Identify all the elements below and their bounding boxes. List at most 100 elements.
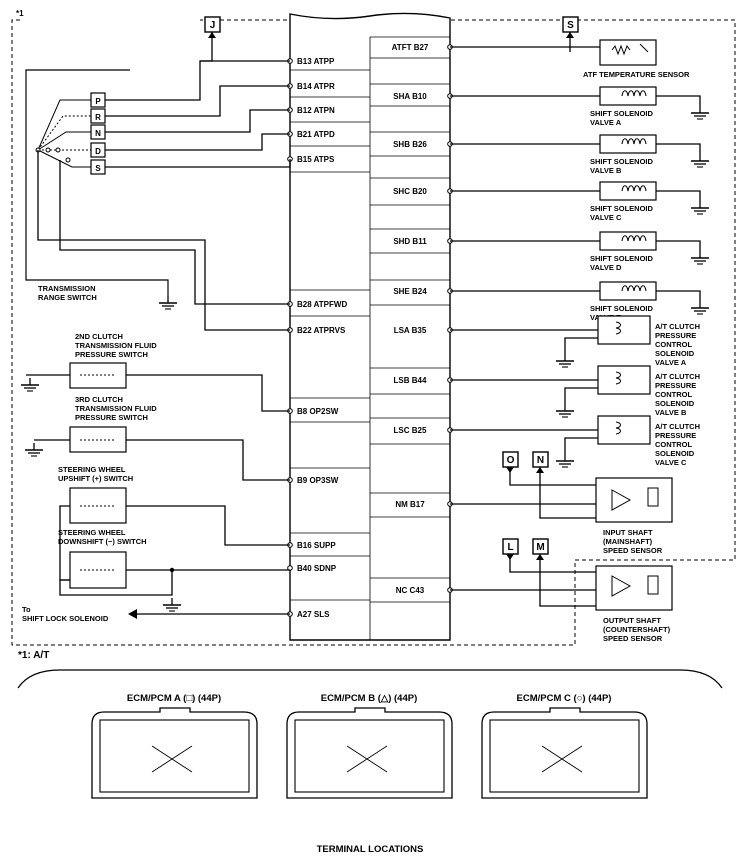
pcs-label: PRESSURE bbox=[655, 381, 696, 390]
pcs-label: A/T CLUTCH bbox=[655, 322, 700, 331]
coil-symbol bbox=[621, 90, 647, 97]
range-switch-fan bbox=[37, 115, 91, 151]
unused-cross bbox=[541, 745, 583, 773]
clutch2-label: PRESSURE SWITCH bbox=[75, 350, 148, 359]
solenoid-label: SHIFT SOLENOID bbox=[590, 204, 654, 213]
shift-lock-label: To bbox=[22, 605, 31, 614]
range-switch-frame bbox=[25, 69, 169, 296]
atf-temp-label: ATF TEMPERATURE SENSOR bbox=[583, 70, 690, 79]
ecm-pin-left: B13 ATPP bbox=[297, 57, 335, 66]
arrow bbox=[536, 467, 544, 473]
connector-face bbox=[294, 719, 445, 793]
solenoid-ground bbox=[656, 95, 701, 106]
solenoid-ground bbox=[656, 190, 701, 201]
ecm-pin-left: B28 ATPFWD bbox=[297, 300, 347, 309]
solenoid-label: VALVE D bbox=[590, 263, 622, 272]
connector-title: ECM/PCM C (○) (44P) bbox=[517, 693, 612, 704]
connector-ref-label: L bbox=[507, 542, 513, 553]
wire-atpn bbox=[105, 109, 290, 133]
pcs-box bbox=[597, 315, 651, 345]
pcs-label: VALVE A bbox=[655, 358, 687, 367]
arrow bbox=[506, 467, 514, 473]
ecm-pin-right: SHC B20 bbox=[393, 187, 427, 196]
sensor-amp bbox=[611, 489, 632, 511]
unused-cross bbox=[151, 745, 193, 773]
connector-title: ECM/PCM B (△) (44P) bbox=[321, 693, 418, 704]
pcs-label: A/T CLUTCH bbox=[655, 372, 700, 381]
pcs-label: A/T CLUTCH bbox=[655, 422, 700, 431]
ecm-pin-left: B21 ATPD bbox=[297, 130, 335, 139]
pcs-ground bbox=[564, 437, 598, 454]
pcs-label: SOLENOID bbox=[655, 349, 695, 358]
connector-ref-label: O bbox=[507, 455, 515, 466]
pcs-label: CONTROL bbox=[655, 340, 692, 349]
junction-dot bbox=[169, 567, 175, 573]
connector-title: ECM/PCM A (□) (44P) bbox=[127, 693, 221, 704]
shift-lock-label: SHIFT LOCK SOLENOID bbox=[22, 614, 109, 623]
upshift-label: UPSHIFT (+) SWITCH bbox=[58, 474, 133, 483]
arrow bbox=[128, 609, 137, 619]
switch-contact bbox=[55, 147, 61, 153]
section-divider bbox=[17, 669, 723, 689]
pcs-label: VALVE C bbox=[655, 458, 687, 467]
wire-supp bbox=[126, 505, 290, 546]
ecm-pin-left: B15 ATPS bbox=[297, 155, 335, 164]
pcs-label: SOLENOID bbox=[655, 449, 695, 458]
pcs-ground bbox=[564, 337, 598, 354]
arrow bbox=[536, 554, 544, 560]
ecm-pin-left: A27 SLS bbox=[297, 610, 330, 619]
clutch3-label: PRESSURE SWITCH bbox=[75, 413, 148, 422]
ecm-pin-left: B14 ATPR bbox=[297, 82, 335, 91]
pcs-label: CONTROL bbox=[655, 440, 692, 449]
ecm-pin-right: NC C43 bbox=[396, 586, 425, 595]
wire-op2sw bbox=[126, 374, 290, 412]
wire-m bbox=[539, 554, 596, 607]
at-frame bbox=[11, 19, 736, 646]
ecm-pin-left: B40 SDNP bbox=[297, 564, 337, 573]
coil-symbol bbox=[621, 138, 647, 145]
switch-ground bbox=[59, 568, 173, 596]
wire-atpd bbox=[105, 133, 290, 151]
wire-op3sw bbox=[126, 439, 290, 481]
wire-atpp bbox=[105, 60, 290, 101]
solenoid-label: SHIFT SOLENOID bbox=[590, 254, 654, 263]
pcs-ground bbox=[564, 387, 598, 404]
connector-face bbox=[489, 719, 640, 793]
solenoid-label: SHIFT SOLENOID bbox=[590, 157, 654, 166]
thermistor-symbol bbox=[611, 44, 631, 56]
connector-ref-label: S bbox=[567, 20, 574, 31]
ecm-pin-left: B8 OP2SW bbox=[297, 407, 339, 416]
ecm-pin-right: LSC B25 bbox=[394, 426, 427, 435]
pcs-label: VALVE B bbox=[655, 408, 687, 417]
range-position-label: N bbox=[95, 129, 101, 138]
coil-symbol bbox=[615, 371, 621, 385]
ecm-pin-left: B9 OP3SW bbox=[297, 476, 339, 485]
output-shaft-label: (COUNTERSHAFT) bbox=[603, 625, 671, 634]
range-position-label: D bbox=[95, 147, 101, 156]
sensor-amp bbox=[611, 575, 632, 597]
range-position-label: R bbox=[95, 113, 101, 122]
pcs-label: SOLENOID bbox=[655, 399, 695, 408]
downshift-label: STEERING WHEEL bbox=[58, 528, 126, 537]
range-switch-fan bbox=[37, 99, 91, 151]
solenoid-label: VALVE A bbox=[590, 118, 622, 127]
range-switch-fan bbox=[37, 131, 91, 151]
arrow bbox=[566, 32, 574, 38]
solenoid-label: SHIFT SOLENOID bbox=[590, 109, 654, 118]
coil-symbol bbox=[615, 321, 621, 335]
upshift-label: STEERING WHEEL bbox=[58, 465, 126, 474]
wire-j bbox=[200, 32, 213, 62]
unused-cross bbox=[346, 745, 388, 773]
solenoid-ground bbox=[656, 143, 701, 154]
connector-ref-label: N bbox=[537, 455, 544, 466]
wire-atpfwd bbox=[59, 160, 290, 305]
coil-symbol bbox=[621, 185, 647, 192]
pcs-label: PRESSURE bbox=[655, 431, 696, 440]
sensor-element bbox=[647, 487, 659, 507]
wire-o bbox=[509, 467, 596, 486]
range-switch-fan bbox=[37, 149, 91, 168]
range-switch-label: RANGE SWITCH bbox=[38, 293, 97, 302]
note-marker: *1 bbox=[16, 9, 24, 18]
wire-atpr bbox=[105, 85, 290, 117]
